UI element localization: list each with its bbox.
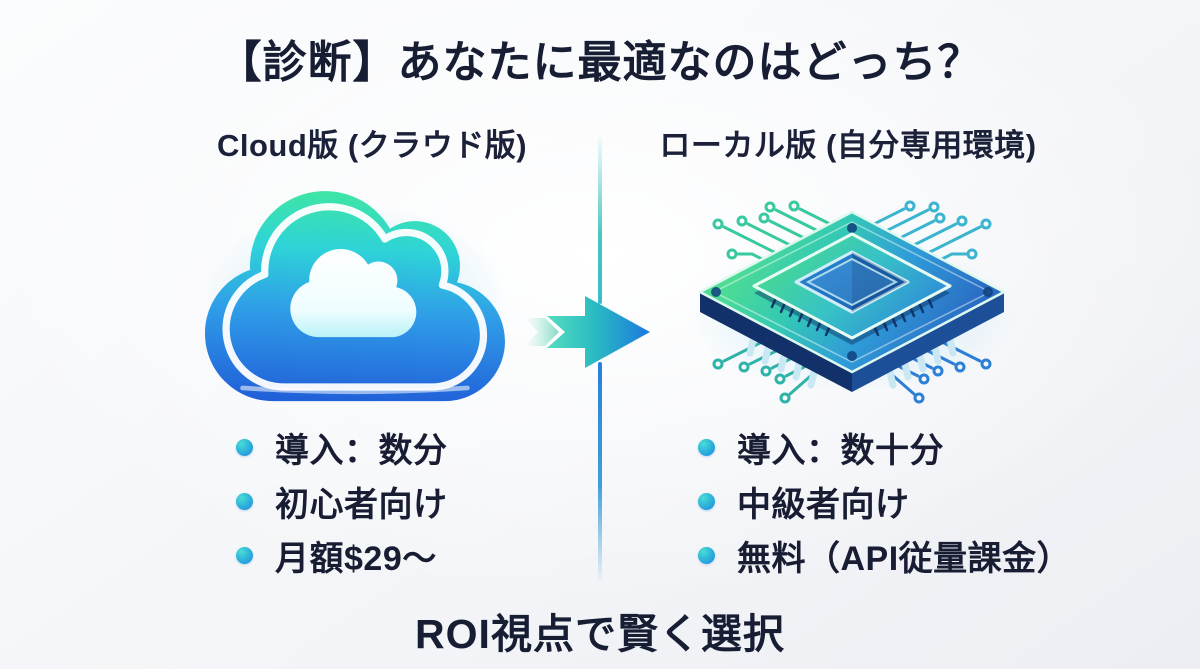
list-item-label: 導入：数分: [275, 431, 448, 470]
column-divider-top: [598, 134, 602, 304]
list-item: 月額$29〜: [236, 528, 448, 582]
chip-side-right: [852, 292, 1004, 392]
left-column-header: Cloud版 (クラウド版): [216, 128, 528, 163]
right-column-header: ローカル版 (自分専用環境): [659, 128, 1037, 163]
chip-side-left: [700, 292, 852, 392]
left-feature-list: 導入：数分 初心者向け 月額$29〜: [236, 420, 448, 582]
chip-pins: [746, 336, 957, 389]
list-item-label: 導入：数十分: [737, 431, 944, 470]
cpu-chip-icon-svg: [687, 200, 1017, 404]
chip-corner-dots: [711, 223, 993, 361]
arrow-right-icon: [525, 292, 655, 372]
chip-top-inset-line: [712, 221, 992, 363]
page-title: 【診断】あなたに最適なのはどっち？: [217, 38, 983, 87]
bullet-icon: [698, 546, 715, 564]
list-item-label: 無料（API従量課金）: [737, 539, 1072, 578]
bullet-icon: [236, 546, 253, 564]
list-item: 中級者向け: [698, 474, 1071, 528]
chip-die: [794, 250, 910, 314]
bullet-icon: [698, 438, 715, 456]
list-item-label: 中級者向け: [737, 485, 910, 524]
bullet-icon: [236, 438, 253, 456]
list-item-label: 初心者向け: [275, 485, 448, 524]
bullet-icon: [698, 492, 715, 510]
right-feature-list: 導入：数十分 中級者向け 無料（API従量課金）: [698, 420, 1071, 582]
chip-die-inner: [805, 257, 899, 307]
cloud-icon: [200, 176, 510, 404]
list-item: 初心者向け: [236, 474, 448, 528]
arrow-right-icon-svg: [525, 296, 650, 368]
column-divider-bottom: [598, 362, 602, 584]
cloud-icon-svg: [200, 191, 510, 404]
footer-tagline: ROI視点で賢く選択: [415, 611, 785, 657]
list-item: 導入：数分: [236, 420, 448, 474]
list-item: 無料（API従量課金）: [698, 528, 1071, 582]
cpu-chip-icon: [672, 176, 1032, 414]
bullet-icon: [236, 492, 253, 510]
list-item-label: 月額$29〜: [275, 539, 437, 578]
list-item: 導入：数十分: [698, 420, 1071, 474]
